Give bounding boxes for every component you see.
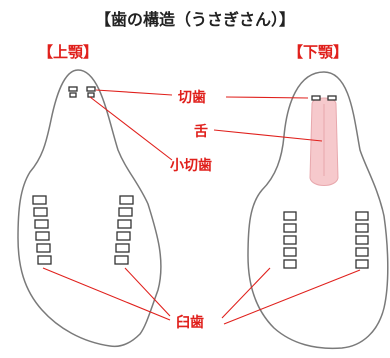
diagram-title: 【歯の構造（うさぎさん）】: [94, 10, 295, 29]
molar-label: 臼歯: [176, 315, 204, 331]
upper-molars-left: [32, 195, 52, 265]
molar-leader-4: [223, 269, 361, 325]
molar-leader-2: [124, 267, 171, 317]
lower-jaw-label: 【下顎】: [288, 43, 349, 61]
upper-jaw-outline: [17, 69, 162, 348]
lower-incisors: [311, 95, 337, 101]
tongue-leader: [213, 129, 323, 142]
incisor-leader-lower: [225, 96, 309, 99]
peg-tooth-label: 小切歯: [170, 158, 212, 174]
leader-lines: [42, 89, 361, 325]
peg-tooth-leader: [89, 96, 173, 161]
incisor-label: 切歯: [178, 90, 206, 106]
lower-molars-right: [355, 211, 369, 269]
incisor-leader-upper: [95, 89, 173, 96]
upper-molars-right: [114, 195, 134, 265]
lower-jaw-outline: [247, 71, 389, 350]
upper-peg-teeth: [69, 92, 95, 98]
tongue-label: 舌: [194, 124, 208, 140]
molar-leader-1: [42, 267, 171, 321]
upper-jaw-label: 【上顎】: [38, 43, 99, 61]
upper-incisors: [68, 86, 96, 92]
lower-molars-left: [283, 211, 297, 269]
molar-leader-3: [221, 267, 271, 319]
